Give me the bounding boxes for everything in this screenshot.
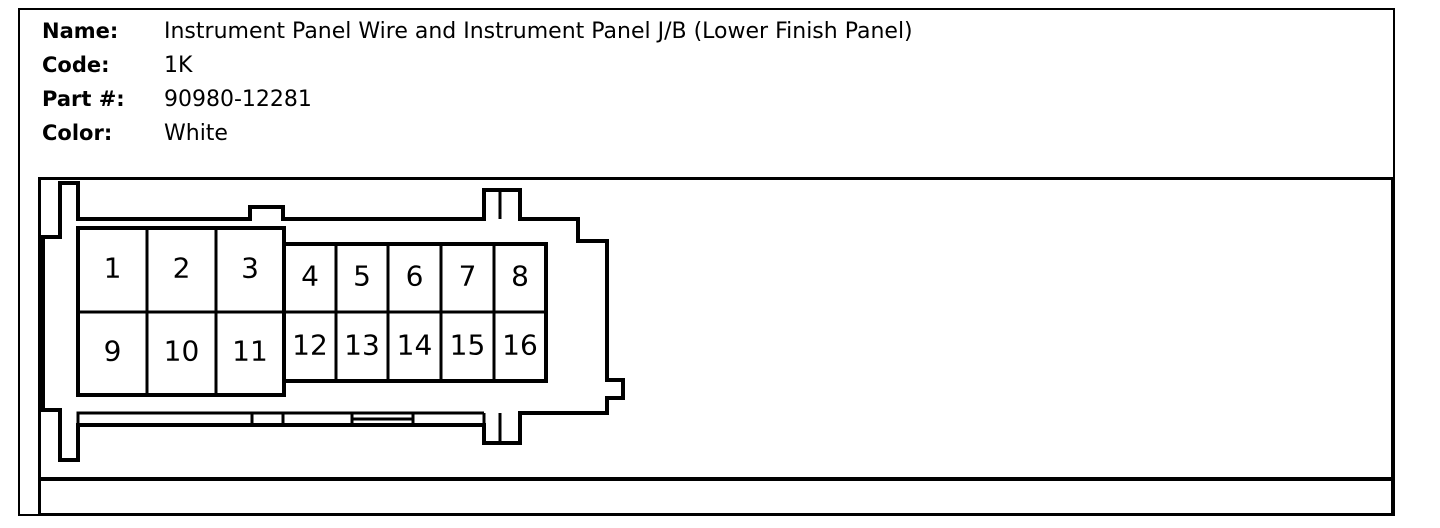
diagram-divider bbox=[38, 477, 1395, 481]
part-number-value: 90980-12281 bbox=[164, 86, 312, 112]
name-label: Name: bbox=[42, 19, 119, 43]
pin-label-8: 8 bbox=[511, 260, 529, 293]
pin-label-11: 11 bbox=[232, 335, 268, 368]
connector-housing-detail bbox=[76, 190, 502, 443]
pin-label-14: 14 bbox=[397, 329, 433, 362]
pin-label-16: 16 bbox=[502, 329, 538, 362]
connector-housing-outline bbox=[41, 181, 625, 462]
pin-label-1: 1 bbox=[104, 252, 122, 285]
part-number-row: Part #: 90980-12281 bbox=[42, 82, 913, 116]
pin-label-2: 2 bbox=[173, 252, 191, 285]
pin-label-6: 6 bbox=[406, 260, 424, 293]
code-value: 1K bbox=[164, 52, 193, 78]
pin-label-3: 3 bbox=[241, 252, 259, 285]
name-row: Name: Instrument Panel Wire and Instrume… bbox=[42, 14, 913, 48]
pin-label-15: 15 bbox=[450, 329, 486, 362]
color-row: Color: White bbox=[42, 116, 913, 150]
pin-label-13: 13 bbox=[344, 329, 380, 362]
pin-label-7: 7 bbox=[459, 260, 477, 293]
code-row: Code: 1K bbox=[42, 48, 913, 82]
color-value: White bbox=[164, 120, 228, 146]
color-label: Color: bbox=[42, 121, 113, 145]
connector-diagram-frame bbox=[38, 177, 1395, 516]
pin-label-4: 4 bbox=[301, 260, 319, 293]
part-number-label: Part #: bbox=[42, 87, 125, 111]
pin-label-12: 12 bbox=[292, 329, 328, 362]
pin-label-5: 5 bbox=[353, 260, 371, 293]
pin-label-10: 10 bbox=[164, 335, 200, 368]
pin-cavity-16 bbox=[492, 310, 548, 383]
connector-info-panel bbox=[18, 8, 1395, 516]
name-value: Instrument Panel Wire and Instrument Pan… bbox=[164, 18, 913, 44]
connector-info: Name: Instrument Panel Wire and Instrume… bbox=[42, 14, 913, 150]
pin-label-9: 9 bbox=[104, 335, 122, 368]
code-label: Code: bbox=[42, 53, 110, 77]
